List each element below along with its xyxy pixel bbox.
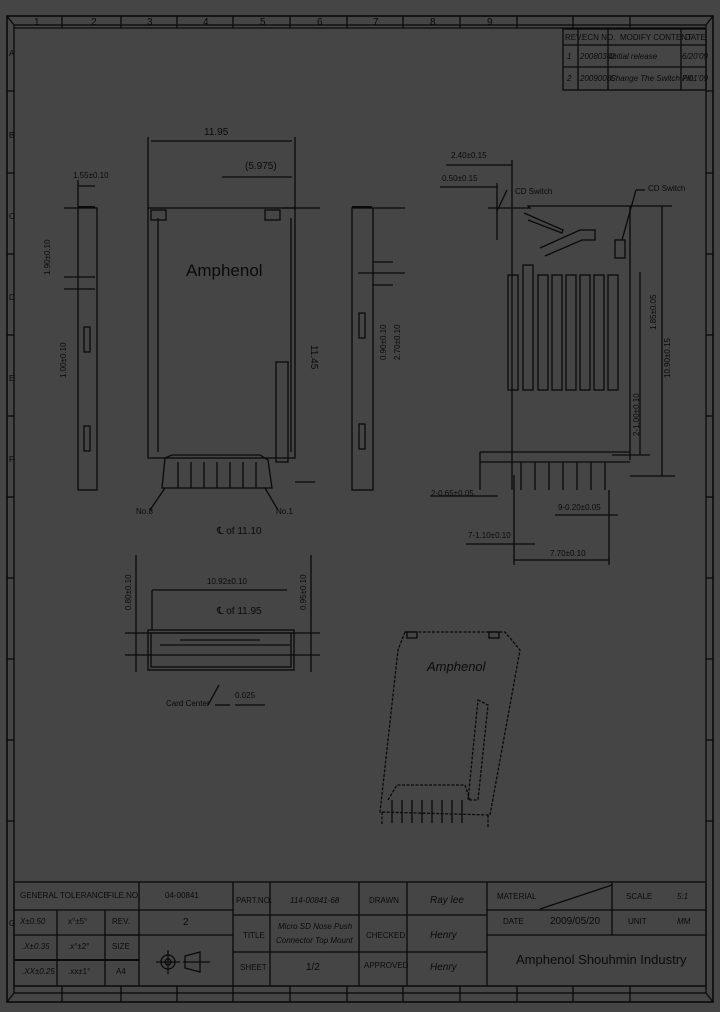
pin-label-right: No.1 — [276, 507, 293, 516]
modify-content-header: MODIFY CONTENT — [620, 33, 692, 42]
dim-b: 2.70±0.10 — [393, 324, 402, 360]
ecn-cell: 20090085 — [580, 74, 616, 83]
drawn-value: Ray lee — [430, 895, 464, 906]
rev-header: REV. — [565, 33, 583, 42]
tolerance-angular: x°±5° — [68, 917, 88, 926]
rev-value: 2 — [183, 917, 189, 928]
column-label: 6 — [317, 17, 323, 28]
row-label: C — [9, 212, 15, 221]
scale-value: 5:1 — [677, 892, 689, 901]
column-label: 2 — [91, 17, 97, 28]
title-label: TITLE — [243, 931, 265, 940]
company-name: Amphenol Shouhmin Industry — [516, 952, 687, 967]
height-dimension: 11.45 — [308, 345, 319, 370]
dim-right: 0.95±0.10 — [299, 574, 308, 610]
tolerance-linear: .X±0.35 — [22, 942, 50, 951]
unit-value: MM — [677, 917, 691, 926]
drawn-label: DRAWN — [369, 896, 399, 905]
checked-value: Henry — [430, 930, 457, 941]
column-label: 7 — [373, 17, 379, 28]
column-label: 9 — [487, 17, 493, 28]
dim-r3: 2-1.00±0.10 — [632, 393, 641, 436]
row-label: D — [9, 293, 15, 302]
content-cell: Change The Switch Pin — [610, 74, 694, 83]
dim-top-b: 0.50±0.15 — [442, 174, 478, 183]
size-label: SIZE — [112, 942, 130, 951]
part-no-value: 114-00841-68 — [290, 896, 340, 905]
row-label: A — [9, 49, 15, 58]
approved-label: APPROVED — [364, 961, 409, 970]
tolerance-angular: .xx±1° — [68, 967, 91, 976]
part-no-label: PART.NO. — [236, 896, 273, 905]
cd-switch-label-right: CD Switch — [648, 184, 686, 193]
ecn-cell: 20080342 — [580, 52, 616, 61]
date-value: 2009/05/20 — [550, 916, 601, 927]
date-header: DATE — [685, 33, 706, 42]
dim-a: 1.90±0.10 — [43, 239, 52, 275]
date-cell: 7/01'09 — [682, 74, 708, 83]
row-label: F — [9, 455, 14, 464]
sheet-value: 1/2 — [306, 962, 320, 973]
file-no-value: 04-00841 — [165, 891, 199, 900]
column-label: 1 — [34, 17, 40, 28]
file-no-label: FILE.NO. — [107, 891, 141, 900]
width-dimension: 10.92±0.10 — [207, 577, 247, 586]
approved-value: Henry — [430, 962, 457, 973]
card-center-label: Card Center — [166, 699, 210, 708]
offset-dimension: (5.975) — [245, 161, 277, 172]
column-label: 4 — [203, 17, 209, 28]
column-label: 5 — [260, 17, 266, 28]
brand-logo-text: Amphenol — [186, 261, 263, 280]
row-label: B — [9, 131, 15, 140]
width-dimension: 11.95 — [204, 127, 229, 138]
sheet-label: SHEET — [240, 963, 267, 972]
row-label: G — [9, 919, 16, 928]
dim-r2: 10.90±0.15 — [663, 338, 672, 378]
brand-logo-text: Amphenol — [427, 659, 486, 674]
dim-a: 0.90±0.10 — [379, 324, 388, 360]
row-label: E — [9, 374, 15, 383]
centerline-label: ℄ of 11.10 — [217, 526, 262, 537]
dim-top-a: 2.40±0.15 — [451, 151, 487, 160]
cd-switch-label-left: CD Switch — [515, 187, 553, 196]
column-label: 3 — [147, 17, 153, 28]
unit-label: UNIT — [628, 917, 647, 926]
dim-b1: 2-0.65±0.05 — [431, 489, 474, 498]
size-value: A4 — [116, 967, 126, 976]
content-cell: Initial release — [610, 52, 658, 61]
scale-label: SCALE — [626, 892, 653, 901]
dim-top: 1.55±0.10 — [73, 171, 109, 180]
date-label: DATE — [503, 917, 524, 926]
pin-label-left: No.8 — [136, 507, 153, 516]
dim-b2: 9-0.20±0.05 — [558, 503, 601, 512]
tolerance-angular: .x°±2° — [68, 942, 90, 951]
rev-label: REV. — [112, 917, 130, 926]
dim-left: 0.80±0.10 — [124, 574, 133, 610]
checked-label: CHECKED — [366, 931, 406, 940]
tolerance-linear: X±0.50 — [20, 917, 46, 926]
general-tolerance-label: GENERAL TOLERANCE — [20, 891, 109, 900]
title-line-2: Connector Top Mount — [276, 936, 353, 945]
ecn-header: ECN NO. — [582, 33, 616, 42]
column-label: 8 — [430, 17, 436, 28]
title-line-1: Micro SD Nose Push — [278, 922, 353, 931]
dim-b: 1.00±0.10 — [59, 342, 68, 378]
centerline-label: ℄ of 11.95 — [217, 606, 262, 617]
material-label: MATERIAL — [497, 892, 537, 901]
tolerance-linear: .XX±0.25 — [22, 967, 55, 976]
date-cell: 6/20'09 — [682, 52, 708, 61]
rev-cell: 1 — [567, 52, 572, 61]
offset-dimension: 0.025 — [235, 691, 256, 700]
dim-b4: 7.70±0.10 — [550, 549, 586, 558]
dim-b3: 7-1.10±0.10 — [468, 531, 511, 540]
rev-cell: 2 — [567, 74, 572, 83]
dim-r1: 1.85±0.05 — [649, 294, 658, 330]
